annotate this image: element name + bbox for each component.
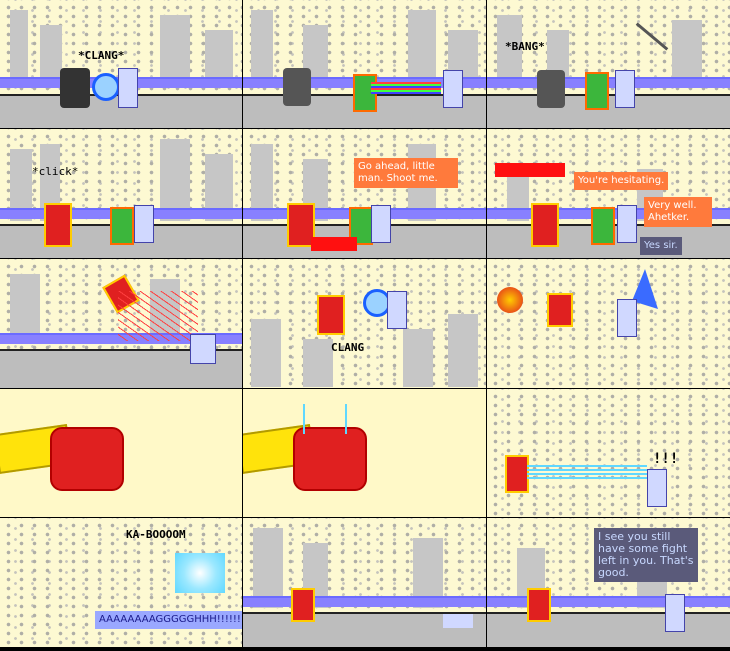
white-robot-figure xyxy=(387,291,407,329)
white-robot-figure xyxy=(190,334,216,364)
white-robot-figure xyxy=(647,469,667,507)
white-robot-figure xyxy=(118,68,138,108)
white-robot-figure xyxy=(617,205,637,243)
speech-bubble: Go ahead, little man. Shoot me. xyxy=(354,158,458,188)
laser-beams xyxy=(527,465,647,481)
red-speech-box xyxy=(495,163,565,177)
electric-energy xyxy=(303,404,347,434)
sfx-text: CLANG xyxy=(331,341,365,354)
panel-12: !!! xyxy=(487,389,730,517)
white-robot-debris xyxy=(443,614,473,628)
speech-bubble-very-well: Very well. Ahetker. xyxy=(644,197,712,227)
dark-robot-figure xyxy=(60,68,90,108)
panel-1: *CLANG* xyxy=(0,0,242,128)
panel-6: You're hesitating. Very well. Ahetker. Y… xyxy=(487,129,730,258)
sfx-text: *BANG* xyxy=(505,40,545,53)
scream-bubble: AAAAAAAAGGGGGHHH!!!!!! xyxy=(95,611,242,629)
panel-7 xyxy=(0,259,242,388)
dark-robot-figure xyxy=(283,68,311,106)
exclamation-text: !!! xyxy=(653,451,679,467)
sfx-text: KA-BOOOOM xyxy=(126,528,186,541)
panel-13: KA-BOOOOM AAAAAAAAGGGGGHHH!!!!!! xyxy=(0,518,242,647)
green-orange-robot-figure xyxy=(591,207,615,245)
sfx-text: *click* xyxy=(32,165,79,178)
red-robot-figure xyxy=(527,588,551,622)
green-orange-robot-figure xyxy=(585,72,609,110)
speech-bubble-hesitating: You're hesitating. xyxy=(574,172,669,190)
red-gauntlet-hand xyxy=(293,427,367,491)
red-speech-box xyxy=(311,237,357,251)
panel-14 xyxy=(243,518,486,647)
laser-beams xyxy=(118,291,198,341)
red-yellow-robot-figure xyxy=(44,203,72,247)
laser-beams xyxy=(371,82,441,94)
fire-blast xyxy=(497,287,523,313)
panel-4: *click* xyxy=(0,129,242,258)
panel-15: I see you still have some fight left in … xyxy=(487,518,730,647)
speech-bubble-yes-sir: Yes sir. xyxy=(640,237,682,255)
red-gauntlet-hand xyxy=(50,427,124,491)
white-robot-figure xyxy=(371,205,391,243)
energy-shield-icon xyxy=(92,73,120,101)
panel-11 xyxy=(243,389,486,517)
white-robot-figure xyxy=(443,70,463,108)
white-robot-figure xyxy=(617,299,637,337)
red-yellow-robot-figure xyxy=(531,203,559,247)
panel-5: Go ahead, little man. Shoot me. xyxy=(243,129,486,258)
red-robot-figure xyxy=(505,455,529,493)
explosion xyxy=(175,553,225,593)
red-robot-figure xyxy=(317,295,345,335)
red-robot-figure xyxy=(291,588,315,622)
green-orange-robot-figure xyxy=(110,207,134,245)
panel-8: CLANG xyxy=(243,259,486,388)
panel-3: *BANG* xyxy=(487,0,730,128)
red-robot-figure xyxy=(547,293,573,327)
white-robot-figure xyxy=(665,594,685,632)
red-yellow-robot-figure xyxy=(287,203,315,247)
white-robot-figure xyxy=(615,70,635,108)
panel-2 xyxy=(243,0,486,128)
dark-robot-figure xyxy=(537,70,565,108)
white-robot-figure xyxy=(134,205,154,243)
panel-9 xyxy=(487,259,730,388)
panel-10 xyxy=(0,389,242,517)
speech-bubble: I see you still have some fight left in … xyxy=(594,528,698,582)
sfx-text: *CLANG* xyxy=(78,49,125,62)
